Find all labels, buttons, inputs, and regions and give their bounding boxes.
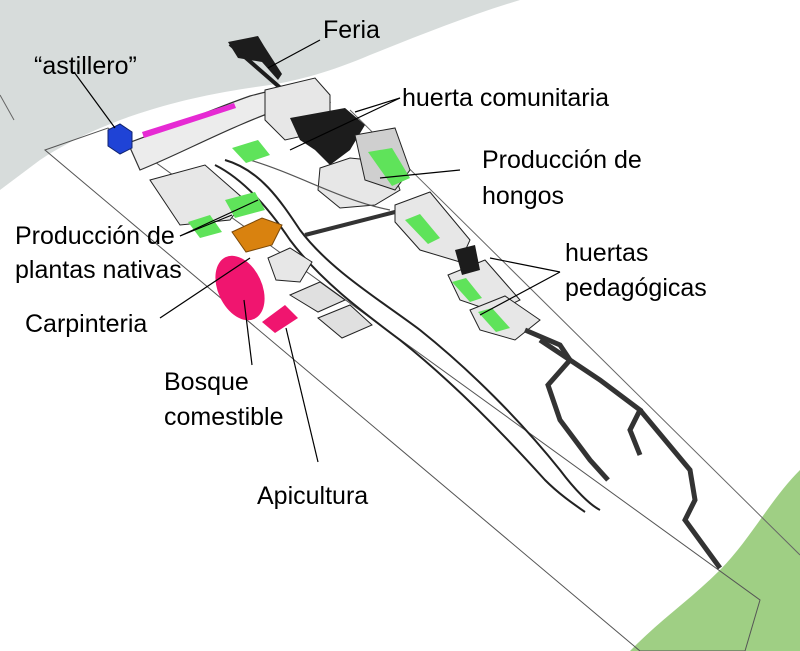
label-bosque-line2: comestible (164, 403, 284, 431)
boardwalk-main (524, 327, 610, 482)
label-produccion-hongos-line1: Producción de (482, 146, 642, 174)
shipyard-block (107, 123, 133, 155)
magenta-dock (142, 103, 236, 138)
label-huertas-pedagogicas-line1: huertas (565, 239, 649, 267)
carpentry-block (231, 217, 283, 253)
vegetation-area (630, 470, 800, 651)
dark-stair (455, 245, 480, 275)
label-astillero: “astillero” (34, 52, 137, 80)
label-bosque-line1: Bosque (164, 368, 249, 396)
label-huerta-comunitaria: huerta comunitaria (402, 84, 610, 112)
water-area (0, 0, 520, 190)
lot-line (0, 94, 800, 556)
site-boundary (44, 127, 761, 651)
label-produccion-hongos-line2: hongos (482, 182, 565, 210)
apiculture-block (262, 305, 298, 333)
long-building-green (405, 214, 440, 244)
greenhouse-1 (288, 281, 346, 313)
label-huertas-pedagogicas-line2: pedagógicas (565, 274, 707, 302)
green-patch-top (232, 140, 270, 163)
pedagogic-green-2 (478, 308, 510, 332)
greenhouse-2 (317, 304, 373, 339)
boardwalk-east (538, 337, 723, 570)
feria-pier (228, 36, 282, 80)
winding-path-1 (224, 159, 601, 511)
small-house-1 (267, 247, 313, 283)
food-forest-ellipse (215, 255, 265, 321)
label-feria: Feria (323, 16, 380, 44)
label-produccion-plantas-line1: Producción de (15, 222, 175, 250)
nursery-green-2 (225, 192, 265, 218)
curved-road (249, 159, 391, 211)
label-apicultura: Apicultura (257, 482, 369, 510)
label-produccion-plantas-line2: plantas nativas (15, 256, 182, 284)
pedagogic-green-1 (452, 278, 482, 302)
dark-terraces (290, 108, 365, 165)
path-connector (304, 210, 396, 237)
winding-path-2 (214, 164, 586, 513)
label-carpinteria: Carpinteria (25, 310, 148, 338)
leader-lines (73, 39, 561, 463)
